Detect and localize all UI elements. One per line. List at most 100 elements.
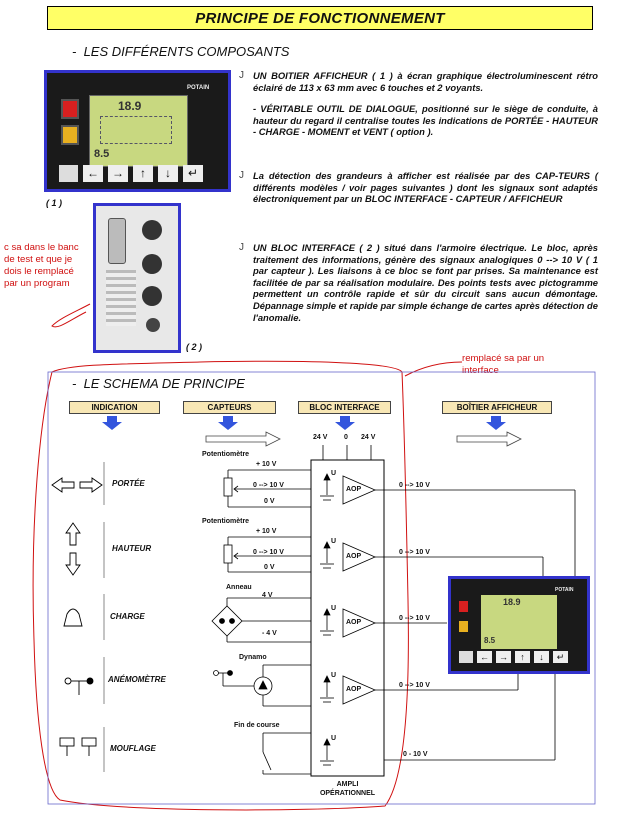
- display-device-small: POTAIN 18.9 8.5 ← → ↑ ↓ ↵: [448, 576, 590, 674]
- anemometer-cup-icon: [86, 677, 94, 685]
- lcd-reading-main: 18.9: [118, 99, 142, 113]
- voltage-label: 4 V: [262, 592, 273, 599]
- aop-label: AOP: [346, 686, 362, 693]
- paragraph-interface: UN BLOC INTERFACE ( 2 ) situé dans l'arm…: [253, 242, 598, 323]
- warning-light-red-icon: [61, 99, 79, 119]
- output-label: 0 --> 10 V: [399, 549, 430, 556]
- display-device-photo: POTAIN 18.9 8.5 ← → ↑ ↓ ↵: [44, 70, 231, 192]
- bullet-icon: J: [239, 170, 244, 181]
- op-amp-icon: [342, 542, 376, 572]
- load-weight-icon: [63, 608, 83, 627]
- sensor-label: Dynamo: [239, 654, 267, 661]
- round-connector-icon: [142, 220, 162, 240]
- header-bloc-interface: BLOC INTERFACE: [298, 401, 391, 414]
- page-title: PRINCIPE DE FONCTIONNEMENT: [47, 6, 593, 30]
- sensor-label: Potentiomètre: [202, 518, 250, 525]
- supply-label: 24 V: [313, 434, 328, 441]
- sub-d-connector-icon: [108, 218, 126, 264]
- interface-caption: ( 2 ): [186, 342, 203, 352]
- sensor-label: Potentiomètre: [202, 451, 250, 458]
- test-points-panel: [106, 270, 136, 326]
- header-indication: INDICATION: [69, 401, 160, 414]
- pulley-icon: [81, 737, 97, 747]
- down-arrow-icon: [218, 416, 238, 430]
- lcd-reading-main: 18.9: [503, 597, 521, 607]
- lcd-reading-small: 8.5: [94, 148, 110, 160]
- interface-block-photo: [93, 203, 181, 353]
- row-label-hauteur: HAUTEUR: [112, 544, 152, 553]
- op-amp-icon: [342, 675, 376, 705]
- row-label-anemometre: ANÉMOMÈTRE: [108, 675, 166, 684]
- arrow-right-key-icon[interactable]: →: [496, 651, 511, 663]
- row-label-mouflage: MOUFLAGE: [110, 744, 156, 753]
- down-arrow-icon: [335, 416, 355, 430]
- header-capteurs: CAPTEURS: [183, 401, 276, 414]
- annotation-left: c sa dans le banc de test et que je dois…: [4, 242, 79, 289]
- aop-label: AOP: [346, 553, 362, 560]
- supply-label: 0: [344, 434, 348, 441]
- op-amp-icon: [342, 608, 376, 638]
- round-connector-icon: [146, 318, 160, 332]
- voltage-label: 0 --> 10 V: [253, 482, 284, 489]
- anemometer-cup-icon: [64, 677, 72, 685]
- menu-key-icon[interactable]: [459, 651, 473, 663]
- supply-label: 24 V: [361, 434, 376, 441]
- aop-label: AOP: [346, 619, 362, 626]
- load-ring-icon: [211, 605, 243, 637]
- output-label: 0 --> 10 V: [399, 482, 430, 489]
- u-label: U: [331, 470, 337, 477]
- enter-key-icon[interactable]: ↵: [183, 165, 203, 182]
- voltage-label: 0 V: [264, 498, 275, 505]
- arrow-down-key-icon[interactable]: ↓: [158, 165, 178, 182]
- arrow-left-key-icon[interactable]: ←: [83, 165, 103, 182]
- right-arrow-icon: [205, 431, 281, 447]
- arrow-down-icon: [65, 552, 81, 576]
- voltage-label: 0 V: [264, 564, 275, 571]
- warning-light-red-icon: [459, 601, 468, 612]
- voltage-label: + 10 V: [256, 461, 277, 468]
- warning-light-yellow-icon: [459, 621, 468, 632]
- arrow-up-key-icon[interactable]: ↑: [133, 165, 153, 182]
- section-title: LES DIFFÉRENTS COMPOSANTS: [83, 44, 290, 59]
- display-keypad: ← → ↑ ↓ ↵: [59, 165, 224, 187]
- down-arrow-icon: [486, 416, 506, 430]
- lcd-graph: [100, 116, 172, 144]
- paragraph-sensors: La détection des grandeurs à afficher es…: [253, 170, 598, 205]
- u-label: U: [331, 735, 337, 742]
- double-arrow-left-icon: [51, 477, 75, 493]
- enter-key-icon[interactable]: ↵: [553, 651, 568, 663]
- potentiometer-icon: [223, 544, 233, 564]
- brand-logo: POTAIN: [187, 85, 210, 91]
- annotation-outline: [32, 360, 409, 811]
- header-boitier-afficheur: BOÎTIER AFFICHEUR: [442, 401, 552, 414]
- arrow-right-key-icon[interactable]: →: [108, 165, 128, 182]
- menu-key-icon[interactable]: [59, 165, 78, 182]
- round-connector-icon: [142, 286, 162, 306]
- arrow-left-key-icon[interactable]: ←: [477, 651, 492, 663]
- lcd-screen: 18.9 8.5: [481, 595, 557, 649]
- lcd-reading-small: 8.5: [484, 636, 496, 645]
- arrow-up-key-icon[interactable]: ↑: [515, 651, 530, 663]
- warning-light-yellow-icon: [61, 125, 79, 145]
- op-amp-icon: [342, 475, 376, 505]
- bullet-icon: J: [239, 242, 244, 253]
- right-arrow-icon: [456, 431, 522, 447]
- lcd-screen: 18.9 8.5: [89, 95, 188, 167]
- aop-label: AOP: [346, 486, 362, 493]
- u-label: U: [331, 672, 337, 679]
- double-arrow-right-icon: [79, 477, 103, 493]
- display-keypad: ← → ↑ ↓ ↵: [459, 651, 568, 663]
- display-caption: ( 1 ): [46, 198, 63, 208]
- potentiometer-icon: [223, 477, 233, 497]
- interface-block: [310, 459, 385, 777]
- annotation-arrow-left: [51, 303, 91, 328]
- paragraph-display: UN BOITIER AFFICHEUR ( 1 ) à écran graph…: [253, 70, 598, 138]
- row-label-charge: CHARGE: [110, 612, 145, 621]
- section-heading-schema: - LE SCHEMA DE PRINCIPE: [72, 376, 245, 391]
- u-label: U: [331, 538, 337, 545]
- section-heading-components: - LES DIFFÉRENTS COMPOSANTS: [72, 44, 290, 59]
- output-label: 0 --> 10 V: [399, 615, 430, 622]
- arrow-down-key-icon[interactable]: ↓: [534, 651, 549, 663]
- output-label: 0 - 10 V: [403, 751, 428, 758]
